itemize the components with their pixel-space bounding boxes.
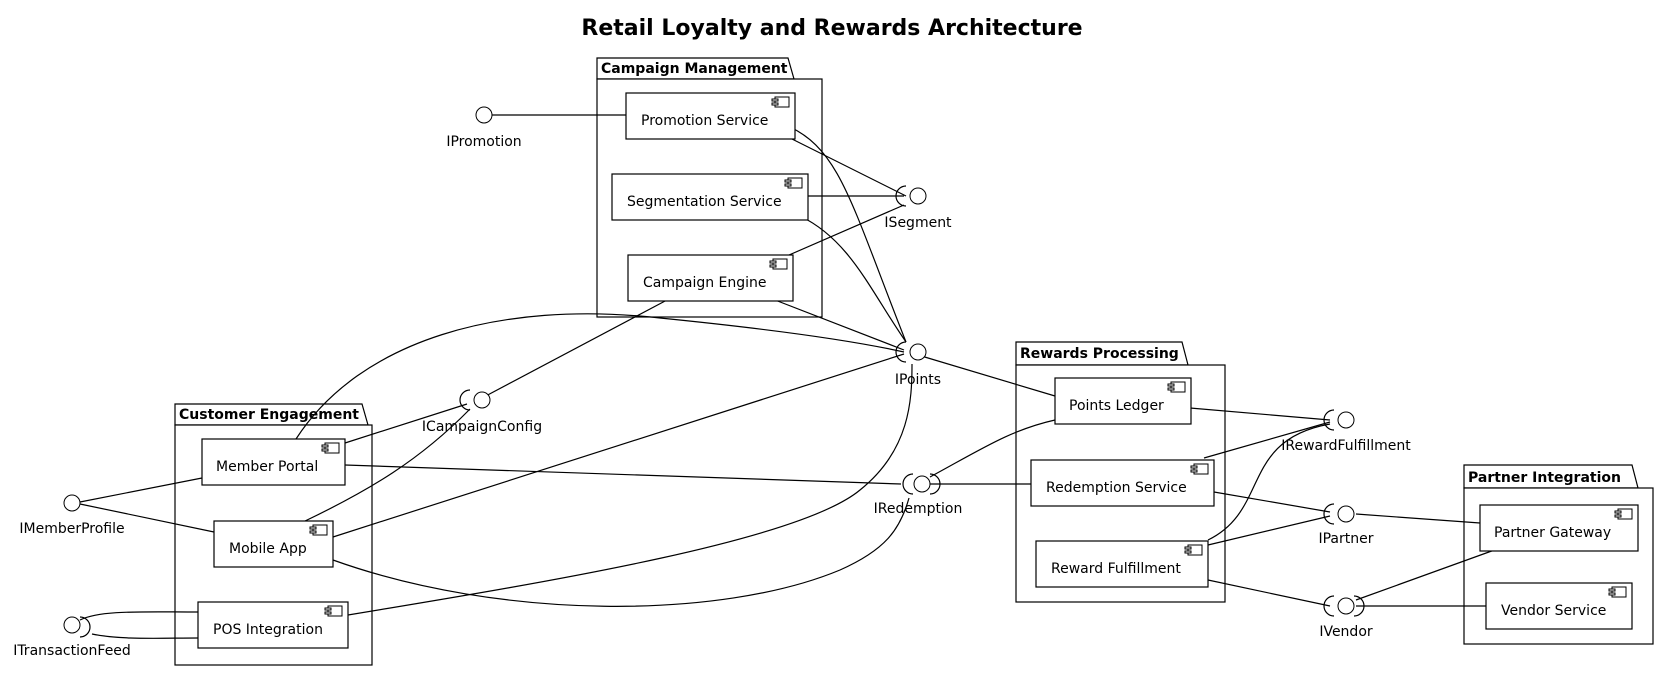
component-reward-fulfillment[interactable]: Reward Fulfillment	[1035, 540, 1209, 588]
package-label-rewards: Rewards Processing	[1020, 346, 1179, 362]
package-label-campaign: Campaign Management	[601, 61, 788, 77]
component-label: POS Integration	[213, 622, 323, 638]
interface-imemberprofile[interactable]: IMemberProfile	[19, 494, 125, 537]
interface-label: ITransactionFeed	[13, 643, 131, 659]
interface-ipoints[interactable]: IPoints	[895, 341, 941, 388]
component-points-ledger[interactable]: Points Ledger	[1054, 377, 1192, 425]
component-promotion-service[interactable]: Promotion Service	[625, 92, 796, 140]
component-member-portal[interactable]: Member Portal	[201, 438, 346, 486]
component-vendor-service[interactable]: Vendor Service	[1485, 582, 1633, 630]
connector-iredemption-pointsledger	[929, 419, 1056, 478]
interface-isegment[interactable]: ISegment	[884, 185, 952, 231]
component-label: Member Portal	[216, 459, 318, 475]
connector-mobileapp-iredemption	[332, 497, 910, 607]
interface-ipartner[interactable]: IPartner	[1318, 503, 1374, 547]
connector-mobileapp-icampaignconfig	[302, 408, 471, 523]
connector-memberportal-ipoints	[295, 313, 905, 440]
interface-ivendor[interactable]: IVendor	[1319, 595, 1373, 640]
component-mobile-app[interactable]: Mobile App	[213, 520, 334, 568]
connector-segmentation-ipoints	[799, 215, 907, 343]
interface-label: IMemberProfile	[19, 521, 124, 537]
interface-label: IRewardFulfillment	[1281, 438, 1411, 454]
connector-ivendor-partnergateway	[1355, 547, 1501, 601]
connector-redemption-irewardfulfillment	[1203, 421, 1331, 459]
interface-label: IPromotion	[446, 134, 521, 150]
component-label: Partner Gateway	[1494, 525, 1611, 541]
connector-pos-ipoints	[347, 363, 913, 616]
connector-imemberprofile-mobileapp	[79, 503, 215, 533]
connector-campaign-ipoints	[774, 299, 905, 351]
connector-itransactionfeed-pos-b	[91, 633, 199, 639]
interface-itransactionfeed[interactable]: ITransactionFeed	[13, 616, 131, 659]
connectors	[79, 114, 1501, 639]
package-label-partner: Partner Integration	[1468, 470, 1621, 486]
interface-label: ISegment	[884, 215, 952, 231]
interface-label: IRedemption	[874, 501, 963, 517]
connector-ipoints-pointsledger	[917, 354, 1056, 397]
interface-label: IPoints	[895, 372, 941, 388]
connector-pointsledger-irewardfulfillment	[1189, 407, 1331, 421]
interface-ipromotion[interactable]: IPromotion	[446, 106, 522, 150]
component-redemption-service[interactable]: Redemption Service	[1030, 459, 1215, 507]
connector-memberportal-iredemption	[344, 464, 902, 485]
connector-promotion-isegment	[785, 135, 907, 197]
connector-campaign-icampaignconfig	[481, 299, 668, 399]
connector-ipartner-partnergateway	[1355, 513, 1481, 524]
component-label: Segmentation Service	[627, 194, 782, 210]
connector-imemberprofile-memberportal	[79, 477, 203, 503]
package-label-customer: Customer Engagement	[179, 407, 359, 423]
connector-itransactionfeed-pos-a	[79, 611, 199, 621]
diagram-title: Retail Loyalty and Rewards Architecture	[581, 16, 1082, 41]
component-label: Campaign Engine	[643, 275, 767, 291]
component-label: Promotion Service	[641, 113, 768, 129]
component-label: Mobile App	[229, 541, 307, 557]
component-label: Reward Fulfillment	[1051, 561, 1181, 577]
interface-label: IPartner	[1318, 531, 1373, 547]
component-pos-integration[interactable]: POS Integration	[197, 601, 349, 649]
connector-redemption-ipartner	[1213, 491, 1331, 513]
connector-rewardfulfillment-ivendor	[1207, 579, 1331, 607]
component-label: Points Ledger	[1069, 398, 1164, 414]
component-campaign-engine[interactable]: Campaign Engine	[627, 254, 794, 302]
connector-promotion-ipoints	[787, 125, 907, 343]
component-partner-gateway[interactable]: Partner Gateway	[1479, 504, 1639, 552]
connector-rewardfulfillment-ipartner	[1207, 515, 1331, 546]
component-segmentation-service[interactable]: Segmentation Service	[611, 173, 809, 221]
connector-memberportal-icampaignconfig	[344, 403, 468, 444]
connector-rewardfulfillment-irewardfulfillment	[1207, 423, 1331, 541]
interface-icampaignconfig[interactable]: ICampaignConfig	[422, 389, 542, 435]
component-label: Vendor Service	[1501, 603, 1606, 619]
interface-irewardfulfillment[interactable]: IRewardFulfillment	[1281, 409, 1411, 454]
interface-label: ICampaignConfig	[422, 419, 542, 435]
connector-mobileapp-ipoints	[332, 353, 905, 538]
interface-iredemption[interactable]: IRedemption	[874, 473, 963, 517]
component-label: Redemption Service	[1046, 480, 1187, 496]
interface-label: IVendor	[1319, 624, 1373, 640]
connector-campaign-isegment	[788, 204, 905, 256]
